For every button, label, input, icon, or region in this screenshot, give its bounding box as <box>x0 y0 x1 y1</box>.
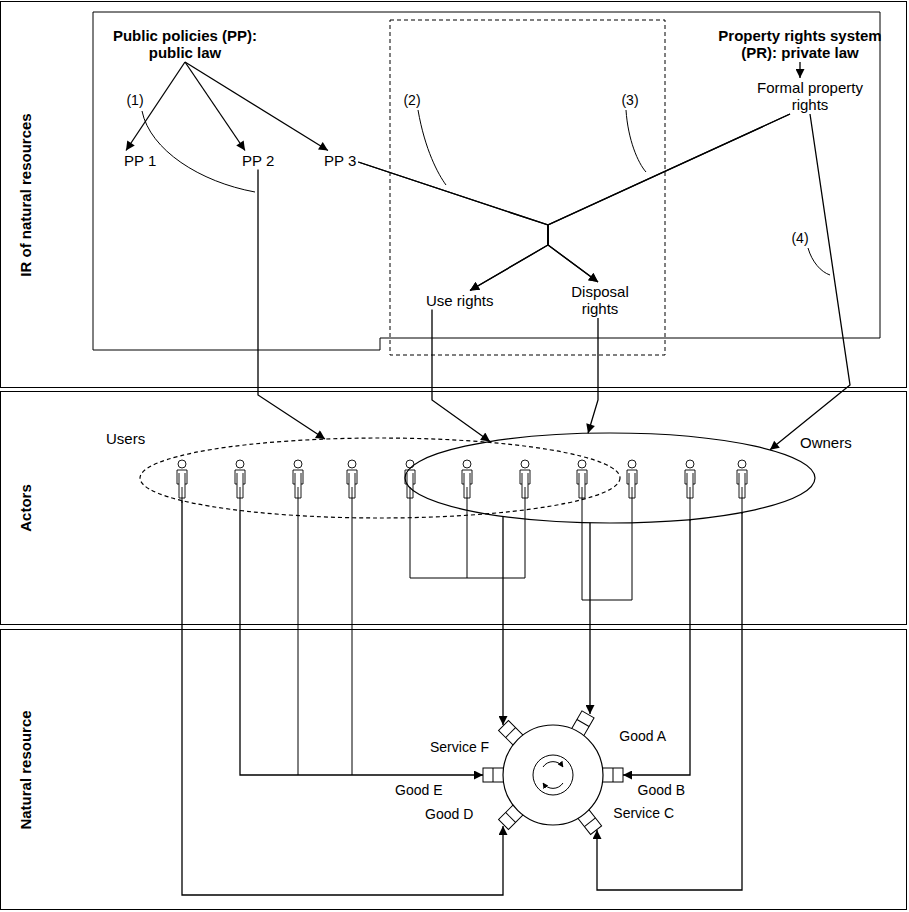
good-label: Good B <box>623 768 685 798</box>
good-label: Good A <box>586 714 666 744</box>
rights-text: Use rights <box>426 292 494 309</box>
rights-text: Disposal rights <box>566 283 634 317</box>
group-ellipse <box>140 438 620 518</box>
connector-arrow <box>432 310 490 442</box>
connector-arrow <box>240 510 483 775</box>
good-label: Good E <box>395 768 483 798</box>
heading-text: Public policies (PP): public law <box>105 27 266 61</box>
good-label: Service C <box>594 805 674 830</box>
heading-text: Property rights system (PR): private law <box>714 27 886 61</box>
ir-outline <box>93 12 880 350</box>
connector-arrow <box>502 516 503 725</box>
actor-group-ellipse: Owners <box>405 433 815 523</box>
callout-number: (3) <box>619 92 640 108</box>
band-panel: Public policies (PP): public law PP 1 PP 2… <box>0 1 907 388</box>
good-text: Good E <box>395 782 442 798</box>
policy-label: PP 3 <box>322 151 358 170</box>
connector-arrow <box>258 170 325 440</box>
connector-arrow <box>799 62 800 78</box>
connector-arrow <box>588 318 598 433</box>
actor-icons <box>177 460 747 498</box>
good-text: Service C <box>613 805 674 821</box>
connector-arrow <box>185 62 245 151</box>
callout-number: (4) <box>789 230 810 246</box>
connector-arrow <box>358 162 548 291</box>
callout-number: (1) <box>124 92 145 108</box>
callout-number: (2) <box>401 92 422 108</box>
policy-label: PP 1 <box>122 151 158 170</box>
connector-arrow <box>770 114 850 450</box>
policy-text: PP 3 <box>324 152 356 169</box>
band-panel: Service F Good A Good E Good B Good D Service… <box>0 629 907 910</box>
connector-arrow <box>182 501 503 895</box>
rights-label: Disposal rights <box>564 282 636 318</box>
policy-heading: Public policies (PP): public law <box>103 26 268 62</box>
band-panel: UsersOwnersActors <box>0 391 907 625</box>
connector-arrow <box>185 62 328 151</box>
band-title: Actors <box>17 484 34 532</box>
connector-arrow <box>470 114 790 291</box>
connector-arrow <box>597 512 742 890</box>
good-text: Good B <box>638 782 685 798</box>
rights-dashed-box <box>390 20 665 355</box>
group-ellipse <box>405 433 815 523</box>
connector-arrow <box>589 523 590 714</box>
renewal-symbol <box>533 755 573 795</box>
group-label: Users <box>106 430 145 447</box>
resource-sockets <box>483 711 623 835</box>
good-text: Service F <box>430 739 489 755</box>
rights-label: Use rights <box>424 291 496 310</box>
property-label: Formal property rights <box>750 78 870 114</box>
policy-text: PP 2 <box>242 152 274 169</box>
good-text: Good A <box>619 728 666 744</box>
actor-group-ellipse: Users <box>140 438 620 518</box>
policy-text: PP 1 <box>124 152 156 169</box>
group-outline <box>405 433 815 523</box>
connector-arrow <box>548 114 790 282</box>
good-label: Good D <box>425 806 507 826</box>
group-outline <box>140 438 620 518</box>
callout-leaders <box>142 110 830 275</box>
connector-arrow <box>358 162 598 282</box>
policy-label: PP 2 <box>240 151 276 170</box>
actor-wires <box>182 498 742 775</box>
band-title: IR of natural resources <box>17 113 34 276</box>
property-heading: Property rights system (PR): private law <box>712 26 888 62</box>
rights-text: Formal property rights <box>752 79 868 113</box>
good-label: Service F <box>430 725 506 755</box>
group-label: Owners <box>800 434 852 451</box>
good-text: Good D <box>425 806 473 822</box>
band-title: Natural resource <box>17 710 34 829</box>
resource-circle <box>503 725 603 825</box>
